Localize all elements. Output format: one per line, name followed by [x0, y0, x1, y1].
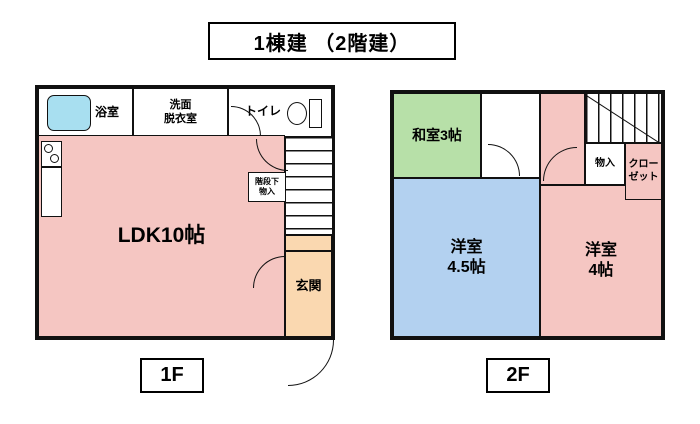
floor-label-2f-text: 2F [506, 364, 530, 386]
kitchen-counter [41, 167, 62, 217]
bathtub-icon [47, 95, 91, 131]
toilet-room: トイレ [228, 88, 332, 137]
staircase-2f [585, 93, 662, 143]
burner-icon [50, 154, 59, 163]
staircase-1f [285, 137, 332, 235]
japanese-room: 和室3帖 [393, 93, 481, 178]
closet-label: クロー ゼット [628, 159, 659, 183]
storage-closet: 物入 [585, 143, 625, 185]
toilet-icon [287, 102, 307, 125]
western-room-45-label: 洋室 4.5帖 [447, 238, 486, 276]
building-title-box: 1棟建 （2階建） [208, 22, 456, 60]
western-room-4: 洋室 4帖 [540, 185, 662, 337]
front-door-arc [288, 340, 334, 386]
ldk-room: LDK10帖 [38, 135, 285, 337]
ldk-label: LDK10帖 [117, 223, 206, 247]
stove-icon [41, 141, 62, 167]
under-stairs-storage-label: 階段下 物入 [255, 177, 279, 196]
building-title: 1棟建 （2階建） [253, 32, 411, 55]
entrance-step-line [286, 250, 331, 252]
closet: クロー ゼット [625, 143, 662, 200]
entrance-label: 玄関 [295, 277, 322, 293]
burner-icon [44, 144, 53, 153]
bathroom: 浴室 [38, 88, 133, 137]
floor-label-1f-text: 1F [160, 364, 184, 386]
floor-label-1f: 1F [140, 358, 204, 393]
entrance: 玄関 [285, 235, 332, 337]
storage-label: 物入 [595, 157, 615, 169]
under-stairs-storage: 階段下 物入 [248, 172, 286, 202]
japanese-room-label: 和室3帖 [412, 126, 462, 143]
floor-plan-1f: 浴室 洗面 脱衣室 トイレ LDK10帖 階段下 物入 [35, 85, 335, 340]
western-room-45: 洋室 4.5帖 [393, 178, 540, 337]
floor-plan-2f: 和室3帖 物入 洋室 4帖 クロー ゼット 洋室 4.5帖 [390, 90, 665, 340]
western-room-4-label: 洋室 4帖 [584, 242, 617, 279]
washroom-label: 洗面 脱衣室 [164, 98, 197, 125]
washroom: 洗面 脱衣室 [133, 88, 228, 137]
toilet-tank-icon [309, 99, 322, 128]
toilet-label: トイレ [245, 104, 282, 118]
floor-label-2f: 2F [486, 358, 550, 393]
bathroom-label: 浴室 [95, 105, 120, 119]
